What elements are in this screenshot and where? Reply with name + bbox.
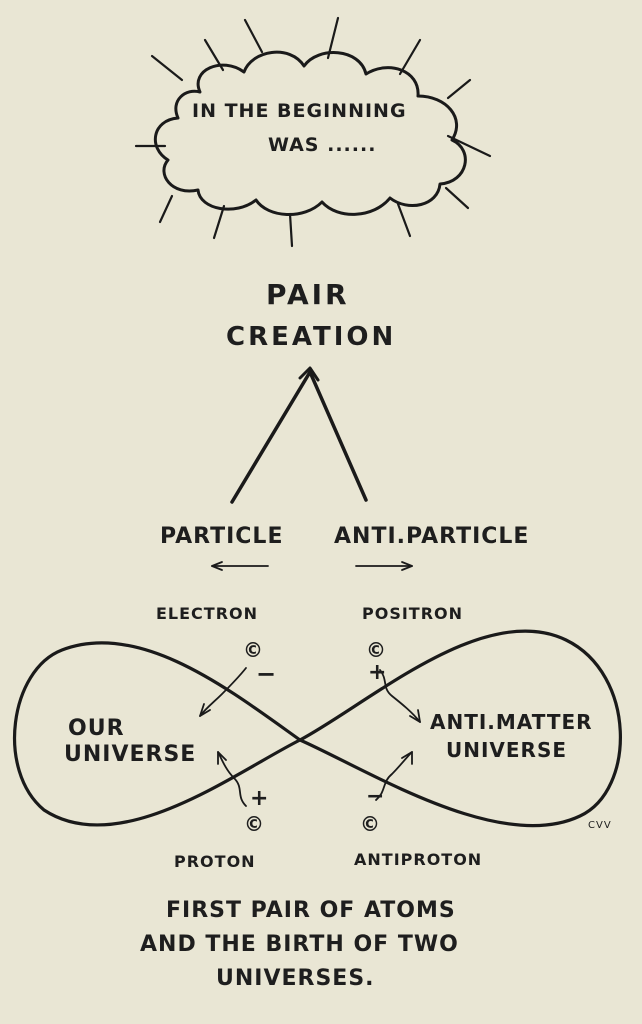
positron-sign: +: [368, 660, 388, 685]
positron-label: POSITRON: [362, 604, 464, 623]
proton-sign: +: [250, 786, 270, 811]
positron-symbol: ©: [366, 638, 387, 662]
direction-arrows: [211, 561, 413, 571]
pair-creation-vertex: [230, 370, 368, 504]
proton-symbol: ©: [244, 812, 265, 836]
heading-pair: PAIR: [266, 278, 350, 311]
antiparticle-label: ANTI.PARTICLE: [334, 524, 530, 549]
cloud-text-line2: WAS ......: [268, 134, 377, 156]
cloud-burst-rays: [134, 16, 492, 248]
particle-paths: [199, 667, 421, 807]
anti-universe-line1: ANTI.MATTER: [430, 710, 593, 734]
artist-signature: CVV: [588, 820, 612, 831]
proton-label: PROTON: [174, 852, 256, 871]
antiproton-label: ANTIPROTON: [354, 850, 483, 869]
caption-line3: UNIVERSES.: [216, 966, 375, 991]
anti-universe-line2: UNIVERSE: [446, 738, 568, 762]
electron-symbol: ©: [243, 638, 264, 662]
our-universe-line1: OUR: [68, 716, 125, 741]
figure-eight-loop: [13, 629, 622, 828]
caption-line2: AND THE BIRTH OF TWO: [140, 932, 459, 957]
cloud-text-line1: IN THE BEGINNING: [192, 100, 407, 122]
our-universe-line2: UNIVERSE: [64, 742, 197, 767]
caption-line1: FIRST PAIR OF ATOMS: [166, 898, 456, 923]
heading-creation: CREATION: [226, 322, 397, 352]
cloud-outline: [153, 50, 467, 216]
particle-label: PARTICLE: [160, 524, 284, 549]
antiproton-symbol: ©: [360, 812, 381, 836]
electron-sign: −: [256, 660, 278, 688]
antiproton-sign: −: [366, 784, 386, 809]
electron-label: ELECTRON: [156, 604, 259, 623]
